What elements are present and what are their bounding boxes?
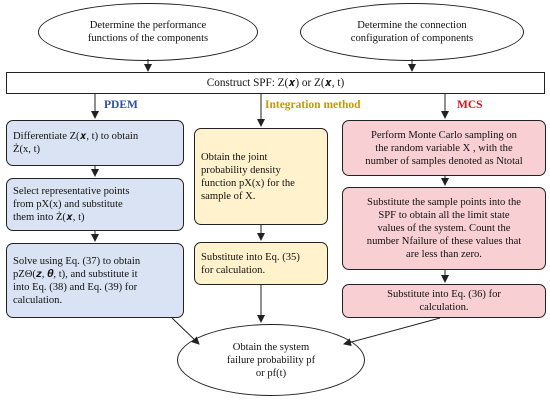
- pdem-differentiate-box: Differentiate Z(𝒙, t) to obtain Ż(x, t): [6, 120, 184, 166]
- integration-substitute-box: Substitute into Eq. (35) for calculation…: [194, 242, 328, 285]
- pdem-step1-text: Differentiate Z(𝒙, t) to obtain Ż(x, t): [13, 131, 139, 155]
- mcs-substitute-box: Substitute into Eq. (36) for calculation…: [342, 284, 546, 318]
- determine-connection-config-ellipse: Determine the connection configuration o…: [300, 3, 524, 61]
- mcs-step1-text: Perform Monte Carlo sampling on the rand…: [365, 129, 523, 167]
- integration-step1-text: Obtain the joint probability density fun…: [201, 151, 295, 202]
- mcs-step2-text: Substitute the sample points into the SP…: [366, 197, 522, 260]
- integration-method-label: Integration method: [265, 99, 361, 111]
- connection-config-text: Determine the connection configuration o…: [350, 20, 474, 44]
- integration-joint-pdf-box: Obtain the joint probability density fun…: [194, 128, 328, 225]
- perf-functions-text: Determine the performance functions of t…: [87, 20, 209, 44]
- mcs-label: MCS: [457, 99, 483, 111]
- mcs-limit-state-box: Substitute the sample points into the SP…: [342, 187, 546, 270]
- arrow-mcs3-to-final: [343, 317, 441, 347]
- system-failure-probability-ellipse: Obtain the system failure probability pf…: [177, 324, 365, 396]
- pdem-step3-text: Solve using Eq. (37) to obtain pZΘ(𝒛, 𝜽,…: [13, 255, 141, 306]
- construct-spf-text: Construct SPF: Z(𝒙) or Z(𝒙, t): [206, 76, 345, 89]
- pdem-select-points-box: Select representative points from pX(x) …: [6, 178, 184, 231]
- pdem-step2-text: Select representative points from pX(x) …: [13, 186, 130, 223]
- pdem-solve-box: Solve using Eq. (37) to obtain pZΘ(𝒛, 𝜽,…: [6, 243, 184, 318]
- integration-step2-text: Substitute into Eq. (35) for calculation…: [201, 251, 300, 276]
- construct-spf-box: Construct SPF: Z(𝒙) or Z(𝒙, t): [6, 72, 545, 94]
- final-result-text: Obtain the system failure probability pf…: [226, 341, 316, 379]
- mcs-sampling-box: Perform Monte Carlo sampling on the rand…: [342, 120, 546, 176]
- determine-performance-functions-ellipse: Determine the performance functions of t…: [38, 3, 258, 61]
- mcs-step3-text: Substitute into Eq. (36) for calculation…: [387, 289, 501, 313]
- pdem-label: PDEM: [104, 99, 138, 111]
